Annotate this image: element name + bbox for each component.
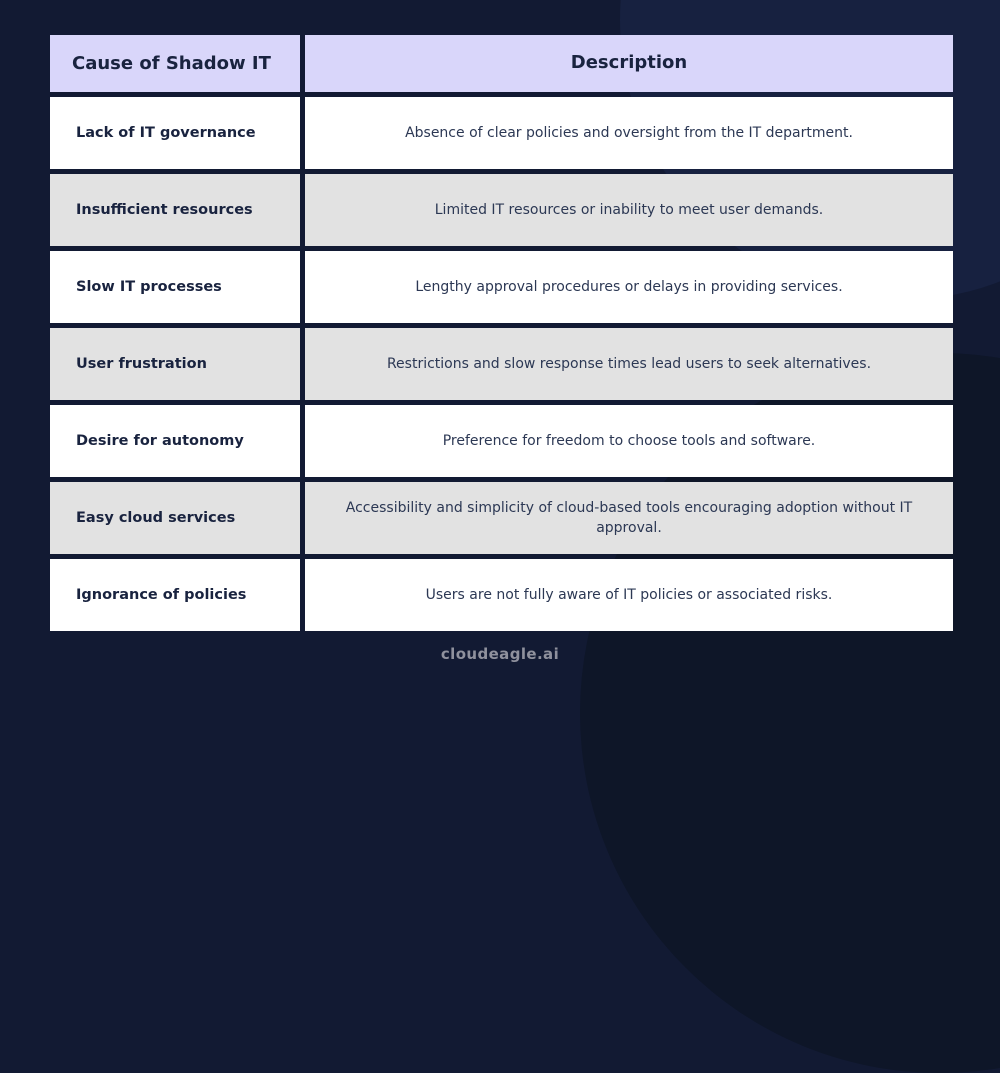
column-header-cause: Cause of Shadow IT — [50, 35, 300, 92]
description-cell: Lengthy approval procedures or delays in… — [305, 251, 953, 323]
cloudeagle-brand-wordmark: cloudeagle.ai — [440, 645, 560, 663]
cause-cell: Easy cloud services — [50, 482, 300, 554]
column-header-description: Description — [305, 35, 953, 92]
cause-cell: Lack of IT governance — [50, 97, 300, 169]
cause-cell: Slow IT processes — [50, 251, 300, 323]
shadow-it-causes-table: Cause of Shadow IT Description Lack of I… — [50, 35, 953, 631]
description-cell: Accessibility and simplicity of cloud-ba… — [305, 482, 953, 554]
description-cell: Preference for freedom to choose tools a… — [305, 405, 953, 477]
description-cell: Absence of clear policies and oversight … — [305, 97, 953, 169]
cause-cell: Ignorance of policies — [50, 559, 300, 631]
cause-cell: Desire for autonomy — [50, 405, 300, 477]
description-cell: Limited IT resources or inability to mee… — [305, 174, 953, 246]
cause-cell: Insufficient resources — [50, 174, 300, 246]
description-cell: Restrictions and slow response times lea… — [305, 328, 953, 400]
description-cell: Users are not fully aware of IT policies… — [305, 559, 953, 631]
cause-cell: User frustration — [50, 328, 300, 400]
